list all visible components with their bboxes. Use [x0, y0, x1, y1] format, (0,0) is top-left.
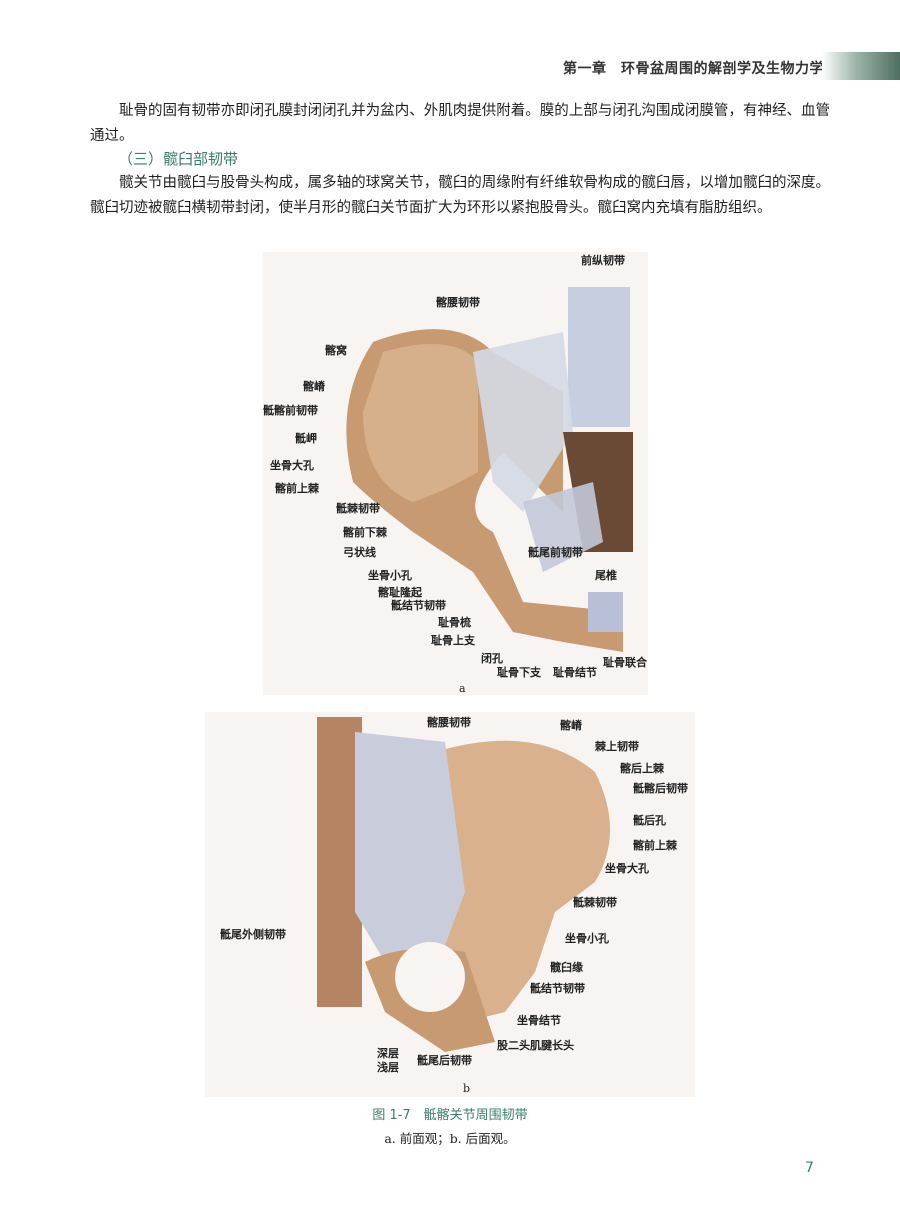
label-superficial-layer: 浅层	[377, 1061, 399, 1074]
label-acetabular-rim: 髋臼缘	[550, 961, 583, 974]
label-supraspinous-ligament: 棘上韧带	[595, 740, 639, 753]
figure-caption-title: 图 1-7 骶髂关节周围韧带	[372, 1108, 528, 1123]
label-iliolumbar-ligament-b: 髂腰韧带	[427, 716, 471, 729]
chapter-title: 第一章 环骨盆周围的解剖学及生物力学	[563, 61, 824, 77]
label-anterior-superior-iliac-spine: 髂前上棘	[275, 482, 319, 495]
label-posterior-sacral-foramina: 骶后孔	[633, 814, 666, 827]
label-anterior-superior-iliac-spine-b: 髂前上棘	[633, 839, 677, 852]
label-biceps-femoris-long-head: 股二头肌腱长头	[497, 1039, 574, 1052]
label-anterior-sacrococcygeal-ligament: 骶尾前韧带	[528, 546, 583, 559]
figure-caption-subtitle: a. 前面观；b. 后面观。	[384, 1131, 516, 1146]
label-inferior-pubic-ramus: 耻骨下支	[497, 666, 541, 679]
label-posterior-sacrococcygeal-ligament: 骶尾后韧带	[417, 1054, 472, 1067]
label-pubic-tubercle: 耻骨结节	[553, 666, 597, 679]
label-sacral-promontory: 骶岬	[295, 432, 317, 445]
label-lesser-sciatic-foramen-b: 坐骨小孔	[565, 932, 609, 945]
paragraph-acetabulum: 髋关节由髋臼与股骨头构成，属多轴的球窝关节，髋臼的周缘附有纤维软骨构成的髋臼唇，…	[90, 175, 830, 216]
label-pubic-symphysis: 耻骨联合	[603, 656, 647, 669]
label-posterior-superior-iliac-spine: 髂后上棘	[620, 762, 664, 775]
label-iliac-crest-b: 髂嵴	[560, 719, 582, 732]
label-greater-sciatic-foramen-b: 坐骨大孔	[605, 862, 649, 875]
pelvis-anterior-illustration	[346, 287, 633, 652]
label-lateral-sacrococcygeal-ligament: 骶尾外侧韧带	[220, 928, 286, 941]
panel-letter-b: b	[463, 1082, 471, 1095]
figure-panel-b: 髂腰韧带 髂嵴 棘上韧带 髂后上棘 骶髂后韧带 骶后孔 髂前上棘 坐骨大孔 骶棘…	[205, 712, 695, 1097]
label-pecten-pubis: 耻骨梳	[438, 616, 471, 629]
label-obturator-foramen: 闭孔	[481, 652, 503, 665]
label-iliopubic-eminence: 髂耻隆起	[378, 586, 422, 599]
header-accent-bar	[822, 52, 900, 80]
section-subheading: （三）髋臼部韧带	[118, 150, 239, 168]
label-superior-pubic-ramus: 耻骨上支	[431, 634, 475, 647]
pelvis-posterior-illustration	[317, 717, 610, 1052]
label-sacrospinous-ligament: 骶棘韧带	[336, 502, 380, 515]
figure-panel-a: 前纵韧带 髂腰韧带 髂窝 髂嵴 骶髂前韧带 骶岬 坐骨大孔 髂前上棘 骶棘韧带 …	[263, 252, 648, 695]
label-greater-sciatic-foramen: 坐骨大孔	[270, 459, 314, 472]
label-sacrospinous-ligament-b: 骶棘韧带	[573, 896, 617, 909]
label-sacrotuberous-ligament: 骶结节韧带	[391, 599, 446, 612]
label-arcuate-line: 弓状线	[343, 546, 376, 559]
label-iliolumbar-ligament: 髂腰韧带	[436, 296, 480, 309]
label-anterior-sacroiliac-ligament: 骶髂前韧带	[263, 404, 318, 417]
label-coccyx: 尾椎	[595, 569, 617, 582]
label-anterior-longitudinal-ligament: 前纵韧带	[581, 254, 625, 267]
label-deep-layer: 深层	[377, 1047, 399, 1060]
label-iliac-crest: 髂嵴	[303, 380, 325, 393]
panel-letter-a: a	[459, 682, 466, 695]
label-anterior-inferior-iliac-spine: 髂前下棘	[343, 526, 387, 539]
label-posterior-sacroiliac-ligament: 骶髂后韧带	[633, 782, 688, 795]
label-iliac-fossa: 髂窝	[325, 344, 347, 357]
label-sacrotuberous-ligament-b: 骶结节韧带	[530, 982, 585, 995]
page-number: 7	[805, 1160, 814, 1176]
paragraph-obturator: 耻骨的固有韧带亦即闭孔膜封闭闭孔并为盆内、外肌肉提供附着。膜的上部与闭孔沟围成闭…	[90, 103, 830, 144]
label-lesser-sciatic-foramen: 坐骨小孔	[368, 569, 412, 582]
label-ischial-tuberosity: 坐骨结节	[517, 1014, 561, 1027]
